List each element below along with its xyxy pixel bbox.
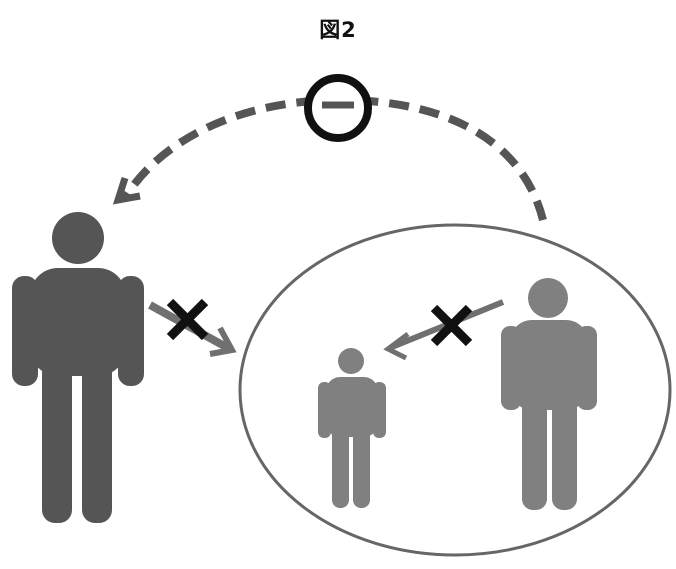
cross-icon-inside <box>430 304 473 347</box>
cross-icon-outside <box>166 298 209 341</box>
circle-icon <box>304 74 372 142</box>
person-adult-inside <box>501 278 597 510</box>
group-circle <box>238 223 672 557</box>
figure-title: 図2 <box>319 18 357 42</box>
dashed-arrow-head <box>112 176 141 205</box>
person-adult-outside <box>12 212 144 523</box>
person-child-inside <box>318 348 386 508</box>
